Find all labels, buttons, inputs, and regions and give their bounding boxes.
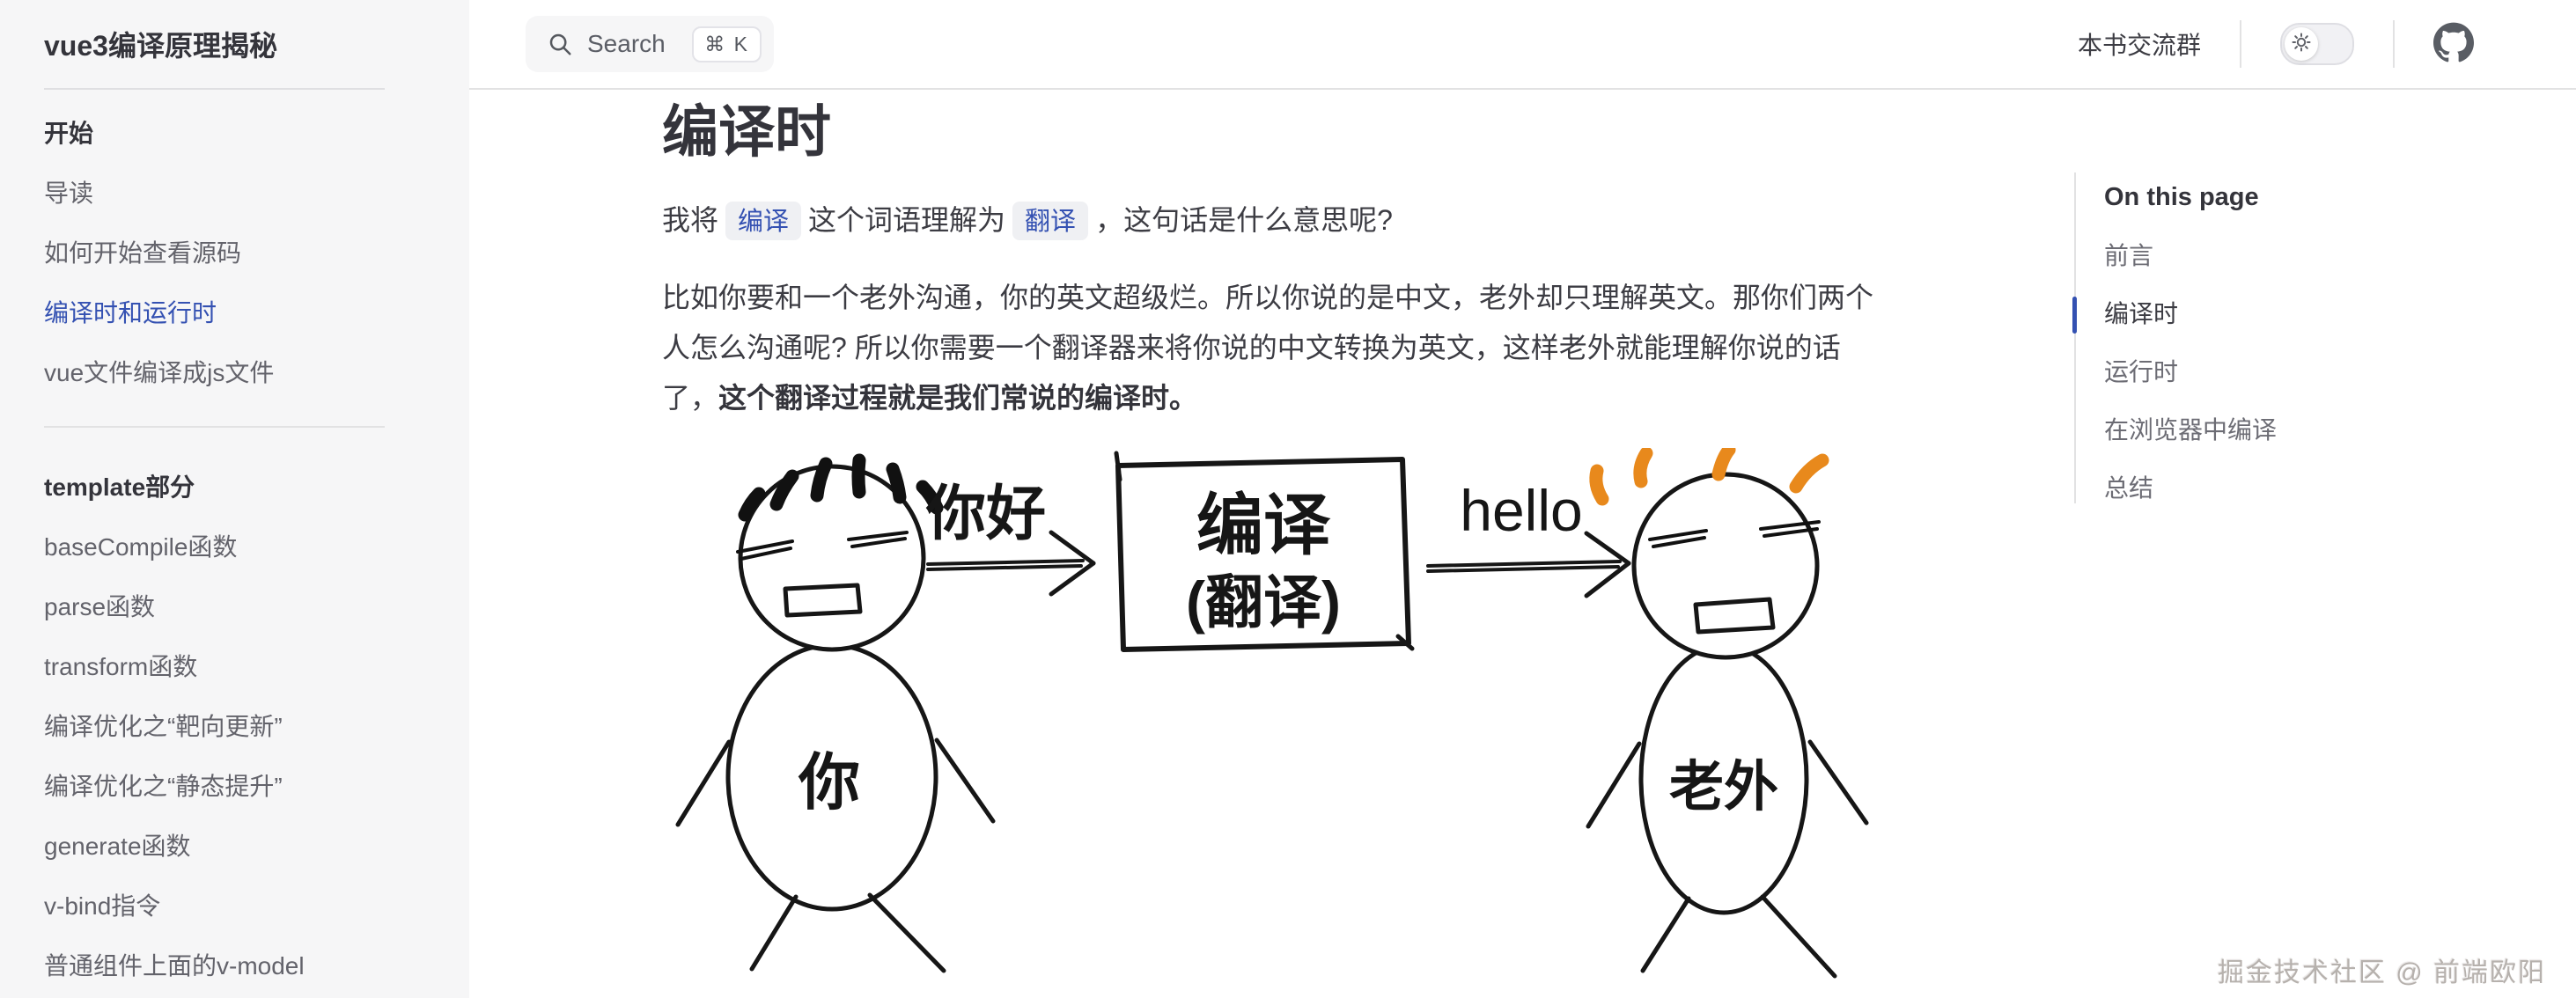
sidebar: vue3编译原理揭秘 开始 导读 如何开始查看源码 编译时和运行时 vue文件编… <box>0 0 469 998</box>
sidebar-item-vmodel-component[interactable]: 普通组件上面的v-model <box>44 952 305 980</box>
navbar-divider <box>2240 20 2241 68</box>
outline-item-runtime[interactable]: 运行时 <box>2104 358 2179 385</box>
intro-middle: 这个词语理解为 <box>808 204 1006 236</box>
navbar-right: 本书交流群 <box>2078 20 2576 68</box>
outline-item-preface[interactable]: 前言 <box>2104 242 2154 269</box>
outline-list: 前言 编译时 运行时 在浏览器中编译 总结 <box>2104 227 2544 517</box>
sidebar-item-transform[interactable]: transform函数 <box>44 653 198 680</box>
sidebar-nav: 开始 导读 如何开始查看源码 编译时和运行时 vue文件编译成js文件 temp… <box>0 90 469 998</box>
outline-active-marker <box>2072 297 2077 334</box>
github-link[interactable] <box>2433 22 2474 67</box>
sidebar-item-generate[interactable]: generate函数 <box>44 833 191 860</box>
paragraph-example: 比如你要和一个老外沟通，你的英文超级烂。所以你说的是中文，老外却只理解英文。那你… <box>662 273 1895 423</box>
inline-code-translate: 翻译 <box>1012 202 1089 240</box>
sidebar-item-how-to-read-source[interactable]: 如何开始查看源码 <box>44 239 242 267</box>
nav-link-community[interactable]: 本书交流群 <box>2077 32 2201 59</box>
paragraph-intro: 我将编译这个词语理解为翻译，这句话是什么意思呢? <box>662 195 1895 246</box>
site-title[interactable]: vue3编译原理揭秘 <box>44 0 385 90</box>
sidebar-item-daodu[interactable]: 导读 <box>44 180 94 207</box>
example-text: 比如你要和一个老外沟通，你的英文超级烂。所以你说的是中文，老外却只理解英文。那你… <box>662 282 1874 414</box>
sidebar-section-template: template部分 <box>44 473 195 501</box>
compile-illustration: 你好 编译 (翻译) hello 你 老外 <box>675 448 1869 979</box>
sun-icon <box>2291 32 2312 57</box>
figure-label-foreigner: 老外 <box>1669 757 1778 818</box>
search-label: Search <box>587 30 666 57</box>
example-bold-text: 这个翻译过程就是我们常说的编译时。 <box>718 382 1198 414</box>
search-button[interactable]: Search ⌘ K <box>526 16 774 72</box>
outline-item-summary[interactable]: 总结 <box>2104 474 2154 502</box>
navbar: Search ⌘ K 本书交流群 <box>469 0 2576 90</box>
sidebar-item-basecompile[interactable]: baseCompile函数 <box>44 533 238 561</box>
sidebar-divider <box>44 426 385 428</box>
article: 编译时 我将编译这个词语理解为翻译，这句话是什么意思呢? 比如你要和一个老外沟通… <box>662 90 1895 988</box>
speech-nihao: 你好 <box>925 481 1046 547</box>
github-icon <box>2433 22 2474 67</box>
search-shortcut-badge: ⌘ K <box>692 26 762 62</box>
sidebar-item-vbind[interactable]: v-bind指令 <box>44 892 161 920</box>
theme-toggle-knob <box>2285 27 2318 61</box>
sidebar-item-parse[interactable]: parse函数 <box>44 593 156 620</box>
sidebar-item-compile-vs-runtime[interactable]: 编译时和运行时 <box>44 299 217 327</box>
box-label-translate: (翻译) <box>1186 569 1341 635</box>
page-title: 编译时 <box>662 100 831 164</box>
figure-label-you: 你 <box>798 748 860 817</box>
sidebar-section-start: 开始 <box>44 120 94 147</box>
outline-item-compile-time[interactable]: 编译时 <box>2104 300 2179 327</box>
inline-code-compile: 编译 <box>725 202 802 240</box>
sidebar-item-targeted-update[interactable]: 编译优化之“靶向更新” <box>44 713 283 740</box>
speech-hello: hello <box>1460 478 1582 543</box>
intro-suffix: ，这句话是什么意思呢? <box>1095 204 1393 236</box>
outline-title: On this page <box>2104 183 2259 211</box>
box-label-compile: 编译 <box>1196 488 1331 563</box>
watermark: 掘金技术社区 @ 前端欧阳 <box>2217 958 2546 987</box>
theme-toggle[interactable] <box>2280 23 2354 65</box>
outline-rail <box>2074 172 2076 503</box>
outline: On this page 前言 编译时 运行时 在浏览器中编译 总结 <box>2104 172 2544 517</box>
search-icon <box>547 31 573 57</box>
intro-prefix: 我将 <box>662 204 719 236</box>
navbar-divider <box>2393 20 2395 68</box>
outline-item-browser-compile[interactable]: 在浏览器中编译 <box>2104 416 2278 444</box>
sidebar-item-static-hoist[interactable]: 编译优化之“静态提升” <box>44 773 283 800</box>
sidebar-item-vue-to-js[interactable]: vue文件编译成js文件 <box>44 359 275 386</box>
